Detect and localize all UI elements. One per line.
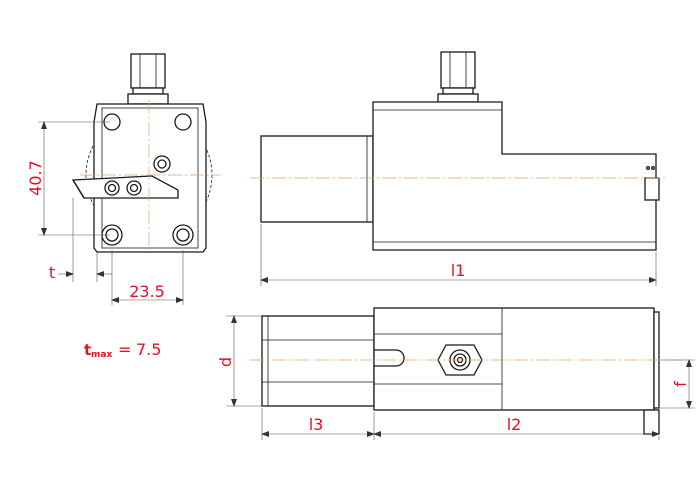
dim-f: f xyxy=(671,381,690,387)
side-shank xyxy=(260,135,374,223)
side-body xyxy=(372,101,657,251)
top-shank xyxy=(261,315,375,407)
dim-front-height: 40.7 xyxy=(26,160,45,196)
clamp-screw-icon xyxy=(153,155,171,173)
top-slot xyxy=(374,349,405,367)
top-body xyxy=(373,307,655,411)
side-fitting-hex xyxy=(440,51,476,89)
dim-l1: l1 xyxy=(451,261,466,280)
dim-d: d xyxy=(216,357,235,367)
top-view: d f l3 l2 xyxy=(216,307,695,440)
front-view: 40.7 t 23.5 xyxy=(26,53,220,305)
insert-screw-left-icon xyxy=(104,180,120,196)
tmax-value: 7.5 xyxy=(136,340,161,359)
dim-front-t: t xyxy=(49,263,55,282)
dim-l2: l2 xyxy=(507,415,522,434)
side-view: l1 xyxy=(250,51,665,286)
tmax-symbol: t xyxy=(84,341,91,359)
tmax-subscript: max xyxy=(91,350,112,360)
top-insert-tip xyxy=(643,409,660,435)
dim-front-width: 23.5 xyxy=(129,282,165,301)
tmax-label: t max = 7.5 xyxy=(84,340,161,360)
tmax-equals: = xyxy=(118,340,131,359)
coolant-fitting-hex xyxy=(130,53,166,89)
screw-top-right-icon xyxy=(174,113,192,131)
dim-l3: l3 xyxy=(309,415,324,434)
screw-bottom-right-icon xyxy=(172,224,194,246)
insert-screw-right-icon xyxy=(126,180,142,196)
